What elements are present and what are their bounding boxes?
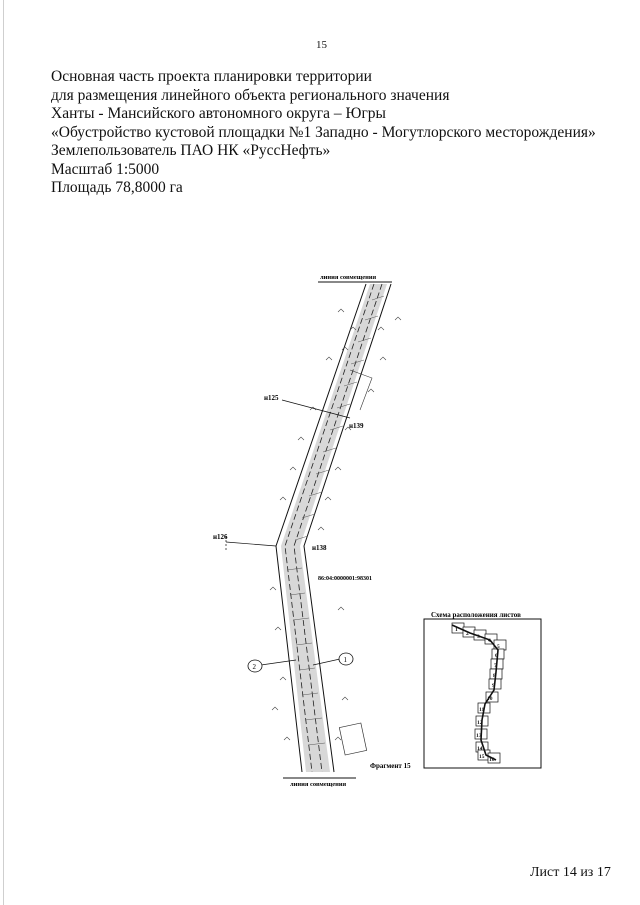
inset-sheet-number: 16 <box>489 757 495 763</box>
corridor-band-upper <box>281 284 387 546</box>
inset-sheet-number: 11 <box>479 707 484 713</box>
inset-sheet-number: 1 <box>455 627 458 633</box>
callout-1-leader <box>312 658 341 666</box>
header-line: для размещения линейного объекта региона… <box>51 86 450 104</box>
header-line: «Обустройство кустовой площадки №1 Запад… <box>51 123 596 141</box>
inset-sheet-number: 14 <box>477 746 483 752</box>
inset-route-line <box>451 624 499 761</box>
area-line: Площадь 78,8000 га <box>51 179 183 196</box>
document-header: Основная часть проекта планировки террит… <box>51 68 596 198</box>
inset-sheet-number: 7 <box>494 663 497 669</box>
corridor-band-lower <box>281 546 330 772</box>
inset-sheet-number: 2 <box>466 631 469 637</box>
callout-1-circle <box>338 652 354 666</box>
inset-sheet-number: 10 <box>487 696 493 702</box>
point-label-n125: н125 <box>264 394 279 402</box>
match-line-top-label: линия совмещения <box>320 274 377 281</box>
leader-n125 <box>281 399 351 419</box>
inset-title: Схема расположения листов <box>431 611 521 619</box>
fragment-label: Фрагмент 15 <box>370 762 411 770</box>
inset-sheet-number: 6 <box>495 653 498 659</box>
inset-sheet-number: 3 <box>477 634 480 640</box>
inset-sheet-number: 8 <box>493 673 496 679</box>
terrain-marks <box>269 308 402 741</box>
leader-n126 <box>225 541 277 547</box>
inset-sheet-number: 9 <box>492 683 495 689</box>
inset-sheet-number: 15 <box>479 754 485 760</box>
inset-sheet <box>487 752 501 764</box>
corridor-boundary-right <box>303 283 392 773</box>
inset-sheet-number: 4 <box>488 638 491 644</box>
inset-sheet-number: 5 <box>497 644 500 650</box>
header-line: Ханты - Мансийского автономного округа –… <box>51 105 386 122</box>
callout-2-circle <box>247 659 263 673</box>
sheet-counter: Лист 14 из 17 <box>530 865 611 880</box>
callout-2-leader <box>260 659 297 666</box>
cadastral-number: 86:04:0000001:98301 <box>318 576 372 582</box>
header-line: Основная часть проекта планировки террит… <box>51 68 372 85</box>
pipeline-axis-1 <box>284 283 375 773</box>
scan-edge <box>3 0 4 905</box>
callout-2-label: 2 <box>253 663 257 671</box>
point-label-n138: н138 <box>312 544 327 552</box>
point-label-n126: н126 <box>213 533 228 541</box>
match-line-bottom-label: линия совмещения <box>290 781 347 788</box>
land-plot <box>338 722 368 756</box>
point-label-n139: н139 <box>349 422 364 430</box>
scale-line: Масштаб 1:5000 <box>51 160 160 178</box>
contour-line <box>349 369 373 411</box>
corridor-hatching <box>286 295 385 746</box>
header-line: Землепользователь ПАО НК «РуссНефть» <box>51 142 331 159</box>
page-number: 15 <box>316 39 327 51</box>
inset-sheet-numbers: 1 2 3 4 5 6 7 8 9 10 11 12 13 14 15 16 <box>455 627 500 763</box>
pipeline-axis-2 <box>293 283 383 773</box>
inset-sheet-number: 12 <box>477 720 483 726</box>
callout-1-label: 1 <box>344 656 348 664</box>
inset-sheet-number: 13 <box>476 733 482 739</box>
